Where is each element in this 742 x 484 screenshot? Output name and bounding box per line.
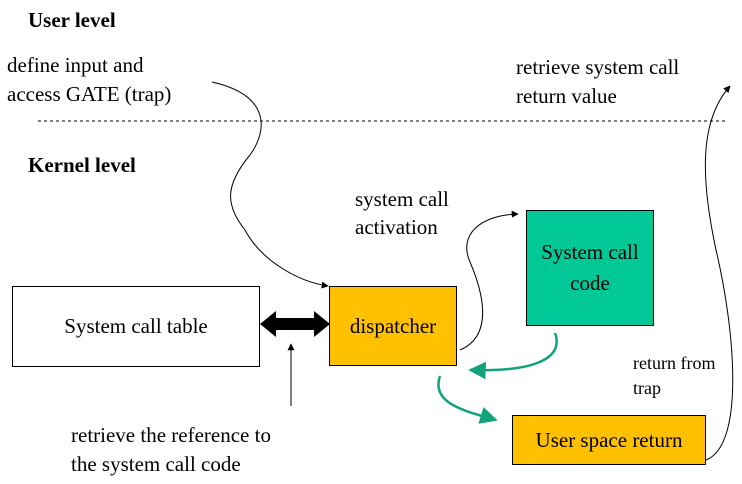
activation-label-line1: system call: [355, 187, 449, 211]
system-call-code-label-line1: System call: [541, 240, 639, 264]
return-from-trap-label-line2: trap: [633, 378, 661, 398]
system-call-table-label: System call table: [64, 314, 208, 338]
retrieve-return-label-line1: retrieve system call: [516, 55, 680, 79]
trap-arrow: [211, 81, 329, 289]
activation-arrow: [459, 210, 519, 351]
retrieve-reference-label-line1: retrieve the reference to: [71, 423, 271, 447]
dispatcher-box: dispatcher: [329, 286, 457, 366]
define-input-label-line2: access GATE (trap): [7, 82, 172, 106]
user-space-return-box: User space return: [512, 415, 706, 465]
user-level-heading: User level: [28, 8, 116, 32]
system-call-code-box: System call code: [526, 210, 654, 326]
dispatcher-label: dispatcher: [349, 313, 437, 338]
return-from-trap-arrow: [704, 85, 734, 461]
system-call-table-box: System call table: [12, 286, 260, 367]
retrieve-return-label-line2: return value: [516, 84, 617, 108]
define-input-label-line1: define input and: [7, 53, 144, 77]
user-space-return-label: User space return: [535, 427, 683, 452]
system-call-code-label-line2: code: [570, 271, 610, 295]
retrieve-reference-label-line2: the system call code: [71, 452, 241, 476]
table-dispatcher-double-arrow: [260, 311, 330, 337]
dispatcher-to-return-arrow: [437, 375, 498, 424]
return-from-trap-label-line1: return from: [633, 353, 716, 373]
code-to-dispatcher-arrow: [468, 332, 558, 380]
kernel-level-heading: Kernel level: [28, 153, 136, 177]
activation-label-line2: activation: [355, 215, 438, 239]
